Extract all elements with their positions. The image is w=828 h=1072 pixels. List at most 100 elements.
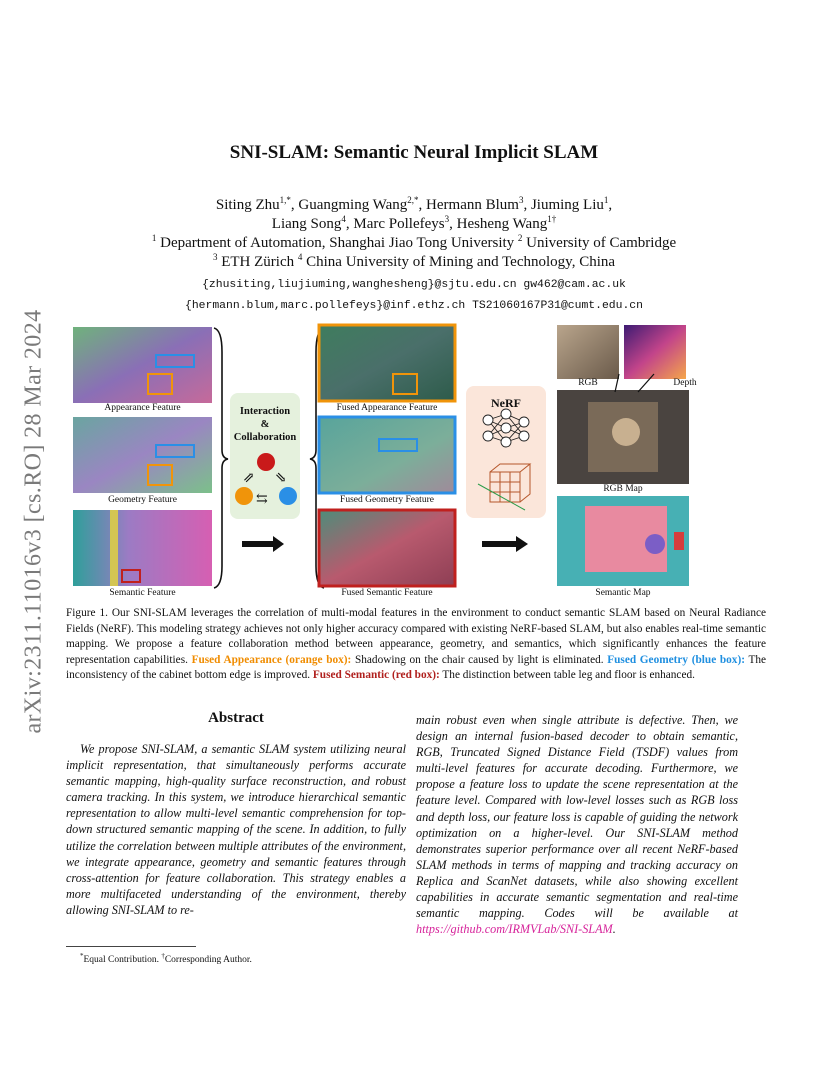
rgb-map-label: RGB Map [603,484,643,494]
author-name: Siting Zhu [215,197,280,213]
footnote-rule [66,946,196,947]
appearance-box-blue [155,354,195,368]
blue-node [279,487,297,505]
caption-fused-geometry-text: The inconsistency of the cabinet bottom … [66,653,767,682]
interaction-label-line: Collaboration [233,432,297,443]
arrow-glyph-bottom: ⇆ [256,492,268,507]
author-sup: 1 [603,195,609,205]
figure-caption: Figure 1. Our SNI-SLAM leverages the cor… [66,606,766,684]
geometry-box-blue [155,444,195,458]
affiliation: ETH Zürich [221,254,295,270]
fused-appearance-label: Fused Appearance Feature [336,403,438,413]
abstract-column-2: main robust even when single attribute i… [416,712,738,937]
arrow-glyph-left: ⇗ [243,471,255,486]
author-name: Hesheng Wang [456,216,548,232]
footnote-text: Equal Contribution. [83,955,162,966]
pose-arrow-2 [637,373,655,393]
abstract-column-1: We propose SNI-SLAM, a semantic SLAM sys… [66,742,406,917]
fused-appearance-box [392,373,418,395]
email-block: {zhusiting,liujiuming,wanghesheng}@sjtu.… [100,275,728,317]
geometry-box-orange [147,464,173,486]
paper-title: SNI-SLAM: Semantic Neural Implicit SLAM [229,142,599,163]
footnote-symbol: * [80,952,84,960]
author-sup: 1,* [279,195,291,205]
affiliation: China University of Mining and Technolog… [306,254,616,270]
author-sup: 1† [547,214,557,224]
semantic-map-table [645,534,665,554]
footnote-text: Corresponding Author. [164,955,252,966]
black-arrow-1 [242,536,284,552]
figure-1: ⇗ ⇘ ⇆ [70,322,760,600]
code-link[interactable]: https://github.com/IRMVLab/SNI-SLAM [416,922,613,937]
caption-fused-geometry-label: Fused Geometry (blue box): [607,653,745,666]
author-line-2: Liang Song4, Marc Pollefeys3, Hesheng Wa… [271,214,557,233]
black-arrow-2 [482,536,528,552]
abstract-end: . [612,922,616,937]
appearance-box-orange [147,373,173,395]
footnote-symbol: † [161,952,165,960]
author-sup: 4 [341,214,346,224]
fused-geometry-label: Fused Geometry Feature [340,495,434,505]
rgb-label: RGB [578,378,598,388]
semantic-feature-image [73,510,212,586]
arxiv-stamp: arXiv:2311.11016v3 [cs.RO] 28 Mar 2024 [16,283,52,759]
appearance-feature-image [73,327,212,403]
author-name: Hermann Blum [426,197,519,213]
semantic-strip [110,510,118,586]
pose-arrow-1 [614,373,620,393]
caption-fused-appearance-label: Fused Appearance (orange box): [191,653,352,666]
figure-graphics: ⇗ ⇘ ⇆ [73,323,689,589]
aff-num: 3 [212,252,218,262]
network-icon [482,408,530,448]
aff-num: 1 [151,233,157,243]
left-brace [213,327,229,589]
rgb-map-table [612,418,640,446]
footnote: *Equal Contribution. †Corresponding Auth… [80,952,252,965]
author-sup: 2,* [407,195,419,205]
fused-appearance-image [317,323,457,403]
voxel-grid-icon [477,463,532,511]
semantic-map-label: Semantic Map [595,588,651,598]
affiliation: Department of Automation, Shanghai Jiao … [160,235,515,251]
right-brace [309,327,325,589]
interaction-label-line: Interaction [239,406,291,417]
depth-label: Depth [673,378,697,388]
interaction-label: Interaction & Collaboration [230,405,300,444]
author-sup: 3 [444,214,450,224]
semantic-feature-label: Semantic Feature [109,588,176,598]
abstract-column-2-text: main robust even when single attribute i… [416,713,738,921]
rgb-image [557,325,619,379]
semantic-box-red [121,569,141,583]
orange-node [235,487,253,505]
appearance-feature-label: Appearance Feature [104,403,181,413]
caption-fused-semantic-label: Fused Semantic (red box): [312,669,440,681]
author-line-1: Siting Zhu1,*, Guangming Wang2,*, Herman… [215,195,613,214]
author-block: Siting Zhu1,*, Guangming Wang2,*, Herman… [100,196,728,272]
semantic-map-chair [674,532,684,550]
fused-semantic-image [317,508,457,588]
affiliation-line-1: 1 Department of Automation, Shanghai Jia… [100,234,728,253]
author-name: Marc Pollefeys [353,216,445,232]
author-name: Liang Song [271,216,342,232]
geometry-feature-image [73,417,212,493]
author-name: Guangming Wang [298,197,408,213]
author-sup: 3 [518,195,524,205]
aff-num: 4 [297,252,303,262]
interaction-label-line: & [260,419,270,430]
depth-image [624,325,686,379]
caption-fused-semantic-text: The distinction between table leg and fl… [439,669,695,681]
fused-semantic-label: Fused Semantic Feature [341,588,433,598]
nerf-label: NeRF [491,396,521,410]
fused-geometry-image [317,415,457,495]
aff-num: 2 [517,233,523,243]
abstract-heading: Abstract [208,710,264,726]
author-name: Jiuming Liu [530,197,604,213]
fused-geometry-box [378,438,418,452]
email-line-2: {hermann.blum,marc.pollefeys}@inf.ethz.c… [185,300,643,312]
email-line-1: {zhusiting,liujiuming,wanghesheng}@sjtu.… [202,279,626,291]
caption-lead: Figure 1. Our SNI-SLAM leverages the cor… [66,607,766,666]
arrow-glyph-right: ⇘ [275,471,287,486]
caption-fused-appearance-text: Shadowing on the chair caused by light i… [351,653,608,666]
red-node [257,453,275,471]
geometry-feature-label: Geometry Feature [108,495,177,505]
